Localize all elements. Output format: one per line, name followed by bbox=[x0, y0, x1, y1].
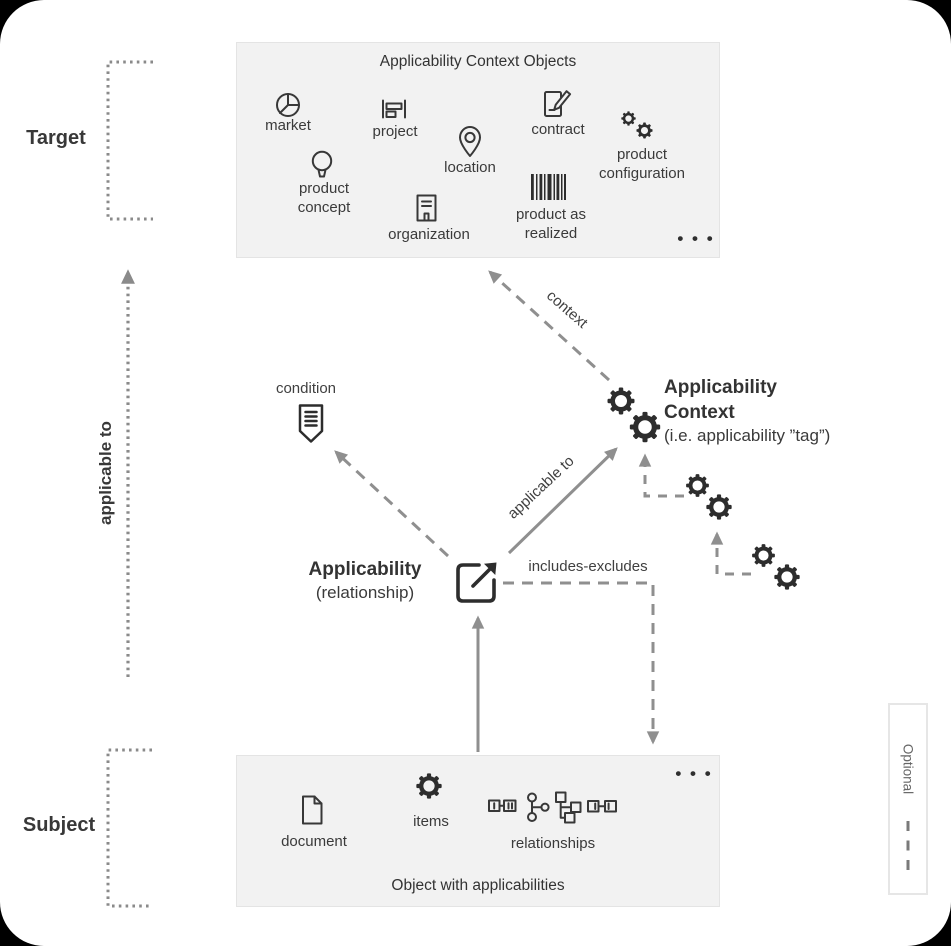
condition-icon bbox=[296, 403, 326, 445]
more-ellipsis: • • • bbox=[675, 764, 713, 783]
subject-bracket bbox=[106, 748, 152, 908]
icon-label: product as realized bbox=[515, 206, 587, 242]
barcode-icon bbox=[531, 174, 566, 200]
subject-group-label: Subject bbox=[22, 814, 96, 836]
target-group-label: Target bbox=[26, 127, 86, 149]
applicability-context-title-line1: Applicability bbox=[664, 377, 777, 398]
tag-gears-icon bbox=[682, 470, 744, 532]
more-ellipsis: • • • bbox=[677, 229, 715, 248]
applicability-subtitle: (relationship) bbox=[315, 583, 415, 602]
applicable-to-axis-label: applicable to bbox=[96, 421, 115, 525]
context-edge-label: context bbox=[543, 287, 591, 332]
context-box-title: Applicability Context Objects bbox=[379, 53, 577, 70]
relationships-icon bbox=[488, 789, 618, 825]
building-icon bbox=[413, 192, 440, 223]
includes-excludes-edge-label: includes-excludes bbox=[528, 558, 648, 575]
icon-label: relationships bbox=[510, 835, 596, 852]
lightbulb-icon bbox=[308, 149, 336, 181]
tag-chain-edge-1 bbox=[638, 453, 684, 498]
gear-icon bbox=[414, 771, 444, 801]
icon-label: product configuration bbox=[599, 146, 685, 182]
icon-label: project bbox=[372, 123, 418, 140]
tag-gears-icon bbox=[748, 540, 810, 602]
location-pin-icon bbox=[456, 125, 484, 158]
icon-label: document bbox=[281, 833, 347, 850]
contract-icon bbox=[540, 88, 574, 121]
icon-label: location bbox=[444, 159, 496, 176]
pie-chart-icon bbox=[273, 90, 303, 120]
gears-icon bbox=[616, 106, 656, 146]
applicable-to-edge-label: applicable to bbox=[504, 452, 578, 523]
icon-label: market bbox=[265, 117, 311, 134]
condition-edge bbox=[334, 450, 450, 558]
applicability-context-title-line2: Context bbox=[664, 402, 735, 423]
legend-optional-label: Optional bbox=[900, 743, 916, 795]
condition-label: condition bbox=[275, 380, 337, 397]
applicability-context-subtitle: (i.e. applicability ”tag”) bbox=[664, 426, 831, 445]
icon-label: organization bbox=[388, 226, 470, 243]
legend-box: Optional bbox=[888, 703, 928, 895]
subject-objects-box: • • • document items bbox=[236, 755, 720, 907]
target-bracket bbox=[106, 60, 153, 221]
context-objects-box: Applicability Context Objects market pro… bbox=[236, 42, 720, 258]
project-icon bbox=[380, 94, 408, 122]
icon-label: product concept bbox=[297, 180, 351, 216]
applicability-node-label: Applicability (relationship) bbox=[295, 557, 435, 604]
applicability-context-gears-icon bbox=[603, 383, 673, 453]
tag-chain-edge-2 bbox=[710, 531, 751, 576]
applicability-title: Applicability bbox=[308, 559, 422, 580]
icon-label: items bbox=[413, 813, 449, 830]
includes-excludes-edge bbox=[503, 581, 660, 745]
icon-label: contract bbox=[531, 121, 585, 138]
applicability-context-node-label: Applicability Context (i.e. applicabilit… bbox=[664, 375, 894, 447]
subject-box-title: Object with applicabilities bbox=[391, 877, 565, 894]
document-icon bbox=[297, 793, 327, 827]
applicability-icon bbox=[451, 558, 505, 608]
